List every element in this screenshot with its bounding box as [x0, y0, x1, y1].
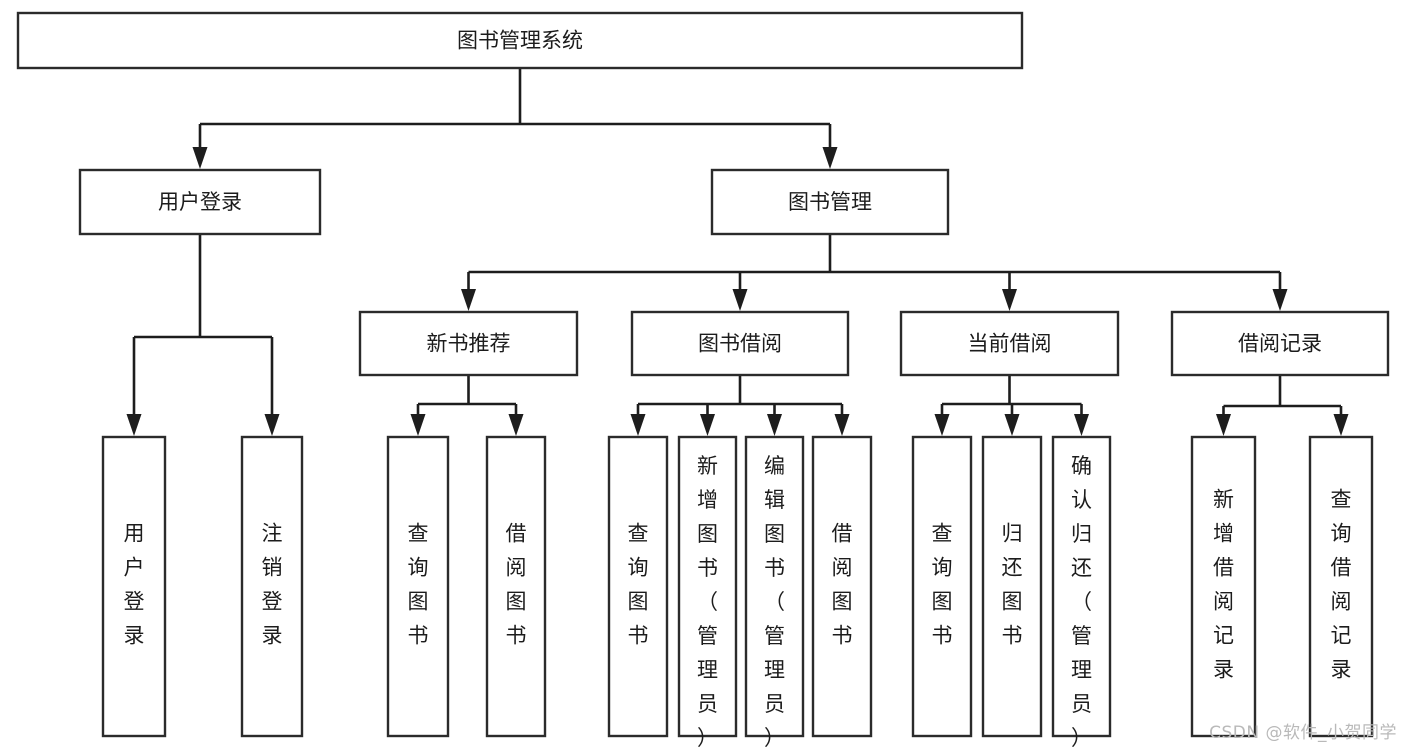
arrowhead-icon-leaf_add_book: [700, 414, 715, 436]
arrowhead-icon-current_borrow: [1002, 289, 1017, 311]
node-label-leaf_add_book: 新增图书（管理员）: [697, 454, 718, 747]
node-box-borrow_record: [1170, 310, 1390, 377]
node-leaf_logout[interactable]: 注销登录: [240, 435, 304, 738]
node-box-book_borrow: [630, 310, 850, 377]
node-label-leaf_query_record: 查询借阅记录: [1331, 488, 1352, 682]
node-label-leaf_logout: 注销登录: [262, 522, 283, 648]
node-label-leaf_query_book_2: 查询图书: [628, 522, 649, 648]
node-box-leaf_edit_book: [744, 435, 805, 738]
node-leaf_query_book_2[interactable]: 查询图书: [607, 435, 669, 738]
arrowhead-icon-leaf_query_record: [1333, 414, 1349, 436]
node-label-current_borrow: 当前借阅: [968, 332, 1052, 356]
arrowhead-icon-book_borrow: [732, 289, 748, 311]
node-book_borrow[interactable]: 图书借阅: [630, 310, 850, 377]
node-label-root: 图书管理系统: [457, 29, 583, 53]
arrowhead-icon-user_login: [192, 147, 208, 169]
node-box-leaf_user_login: [101, 435, 167, 738]
node-label-leaf_add_record: 新增借阅记录: [1213, 488, 1234, 682]
node-box-leaf_confirm_return: [1051, 435, 1112, 738]
connector-layer: [126, 68, 1349, 436]
node-leaf_borrow_book_1[interactable]: 借阅图书: [485, 435, 547, 738]
arrowhead-icon-leaf_query_book_2: [630, 414, 646, 436]
node-leaf_edit_book[interactable]: 编辑图书（管理员）: [744, 435, 805, 747]
arrowhead-icon-new_book_rec: [461, 289, 476, 311]
node-label-borrow_record: 借阅记录: [1238, 332, 1322, 356]
node-leaf_add_record[interactable]: 新增借阅记录: [1190, 435, 1257, 738]
arrowhead-icon-borrow_record: [1272, 289, 1288, 311]
arrowhead-icon-leaf_user_login: [126, 414, 142, 436]
node-box-leaf_add_record: [1190, 435, 1257, 738]
node-box-book_manage: [710, 168, 950, 236]
node-label-leaf_confirm_return: 确认归还（管理员）: [1071, 454, 1092, 747]
node-leaf_confirm_return[interactable]: 确认归还（管理员）: [1051, 435, 1112, 747]
node-leaf_user_login[interactable]: 用户登录: [101, 435, 167, 738]
node-label-leaf_return_book: 归还图书: [1002, 522, 1023, 648]
node-box-leaf_query_record: [1308, 435, 1374, 738]
node-label-book_manage: 图书管理: [788, 190, 872, 214]
arrowhead-icon-leaf_confirm_return: [1074, 414, 1089, 436]
node-box-leaf_add_book: [677, 435, 738, 738]
arrowhead-icon-leaf_return_book: [1004, 414, 1020, 436]
node-box-root: [16, 11, 1024, 70]
node-label-leaf_borrow_book_2: 借阅图书: [832, 522, 853, 648]
node-leaf_query_book_1[interactable]: 查询图书: [386, 435, 450, 738]
node-box-leaf_borrow_book_1: [485, 435, 547, 738]
node-label-leaf_borrow_book_1: 借阅图书: [506, 522, 527, 648]
node-leaf_query_record[interactable]: 查询借阅记录: [1308, 435, 1374, 738]
node-label-leaf_user_login: 用户登录: [124, 522, 145, 648]
node-label-user_login: 用户登录: [158, 190, 242, 214]
arrowhead-icon-leaf_edit_book: [767, 414, 782, 436]
node-box-leaf_logout: [240, 435, 304, 738]
node-leaf_borrow_book_2[interactable]: 借阅图书: [811, 435, 873, 738]
arrowhead-icon-leaf_query_book_1: [410, 414, 426, 436]
node-leaf_return_book[interactable]: 归还图书: [981, 435, 1043, 738]
arrowhead-icon-leaf_add_record: [1216, 414, 1231, 436]
node-root[interactable]: 图书管理系统: [16, 11, 1024, 70]
node-box-new_book_rec: [358, 310, 579, 377]
arrowhead-icon-leaf_query_book_3: [934, 414, 950, 436]
node-user_login[interactable]: 用户登录: [78, 168, 322, 236]
node-label-new_book_rec: 新书推荐: [427, 332, 511, 356]
arrowhead-icon-leaf_logout: [264, 414, 280, 436]
node-new_book_rec[interactable]: 新书推荐: [358, 310, 579, 377]
node-layer: 图书管理系统用户登录图书管理新书推荐图书借阅当前借阅借阅记录用户登录注销登录查询…: [16, 11, 1390, 747]
node-label-leaf_query_book_1: 查询图书: [408, 522, 429, 648]
node-box-leaf_query_book_1: [386, 435, 450, 738]
arrowhead-icon-leaf_borrow_book_1: [508, 414, 524, 436]
node-box-leaf_borrow_book_2: [811, 435, 873, 738]
watermark-text: CSDN @软件_小贺同学: [1209, 723, 1397, 743]
node-borrow_record[interactable]: 借阅记录: [1170, 310, 1390, 377]
node-box-current_borrow: [899, 310, 1120, 377]
node-current_borrow[interactable]: 当前借阅: [899, 310, 1120, 377]
node-label-leaf_query_book_3: 查询图书: [932, 522, 953, 648]
node-label-leaf_edit_book: 编辑图书（管理员）: [764, 454, 785, 747]
node-leaf_add_book[interactable]: 新增图书（管理员）: [677, 435, 738, 747]
node-box-leaf_query_book_3: [911, 435, 973, 738]
node-box-user_login: [78, 168, 322, 236]
node-leaf_query_book_3[interactable]: 查询图书: [911, 435, 973, 738]
node-book_manage[interactable]: 图书管理: [710, 168, 950, 236]
node-label-book_borrow: 图书借阅: [698, 332, 782, 356]
arrowhead-icon-leaf_borrow_book_2: [834, 414, 850, 436]
node-box-leaf_return_book: [981, 435, 1043, 738]
arrowhead-icon-book_manage: [822, 147, 838, 169]
node-box-leaf_query_book_2: [607, 435, 669, 738]
